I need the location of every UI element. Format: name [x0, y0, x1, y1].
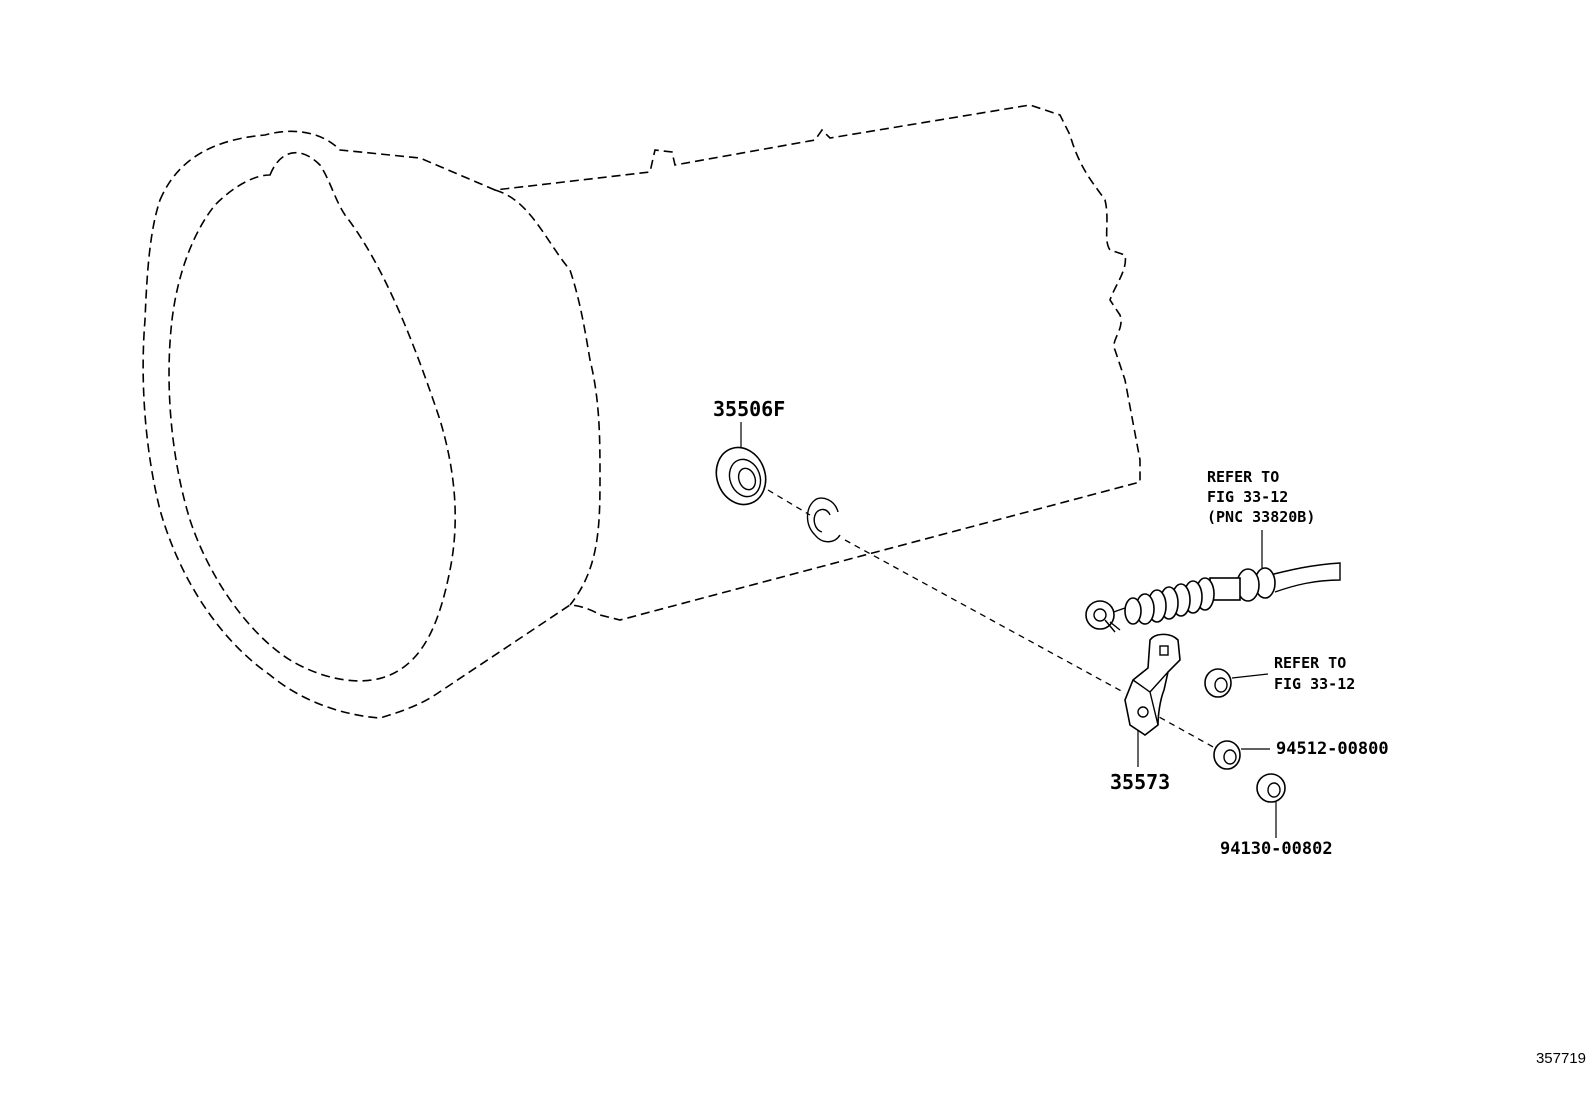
shift-cable-part	[1085, 562, 1341, 633]
cable-ref-line-3: (PNC 33820B)	[1207, 508, 1315, 526]
washer-part	[1204, 668, 1232, 698]
nut-part	[1256, 773, 1286, 803]
figure-id: 357719	[1536, 1050, 1586, 1067]
washer-ref-line-2: FIG 33-12	[1274, 675, 1355, 693]
clip-part	[1213, 740, 1241, 770]
oil-seal-part	[715, 446, 767, 506]
transmission-housing	[142, 104, 1141, 719]
clip-callout: 94512-00800	[1276, 739, 1389, 759]
washer-ref-line-1: REFER TO	[1274, 654, 1346, 672]
nut-callout: 94130-00802	[1220, 839, 1333, 859]
cable-ref-line-2: FIG 33-12	[1207, 488, 1288, 506]
cable-ref-line-1: REFER TO	[1207, 468, 1279, 486]
assembly-line	[767, 489, 1126, 694]
bracket-callout: 35573	[1110, 770, 1170, 794]
bracket-part	[1124, 633, 1181, 736]
washer-ref-leader	[1231, 673, 1269, 679]
assembly-line-bolt	[1149, 711, 1216, 749]
cable-boot	[1124, 577, 1215, 625]
oil-seal-callout: 35506F	[713, 397, 785, 421]
snap-ring-part	[806, 497, 841, 543]
